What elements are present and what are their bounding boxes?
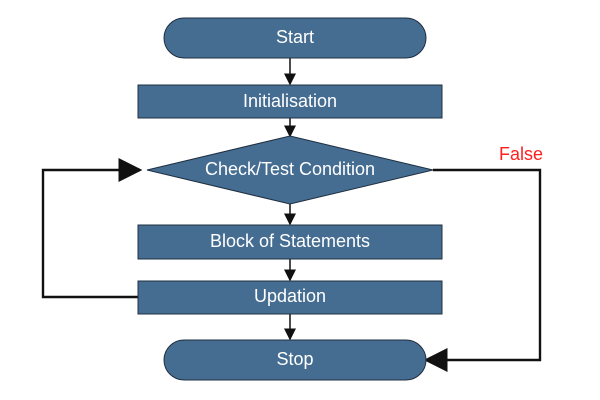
condition-label: Check/Test Condition — [205, 159, 375, 179]
false-label: False — [499, 144, 543, 164]
start-node: Start — [163, 17, 427, 59]
condition-node: Check/Test Condition — [146, 135, 434, 205]
initialisation-label: Initialisation — [243, 91, 337, 111]
updation-label: Updation — [254, 286, 326, 306]
false-branch-arrow — [423, 168, 542, 372]
stop-node: Stop — [163, 339, 427, 381]
initialisation-node: Initialisation — [137, 84, 443, 119]
loop-back-arrow — [41, 158, 143, 299]
start-label: Start — [276, 27, 314, 47]
updation-node: Updation — [137, 280, 443, 315]
stop-label: Stop — [276, 349, 313, 369]
block-node: Block of Statements — [137, 224, 443, 260]
block-label: Block of Statements — [210, 231, 370, 251]
